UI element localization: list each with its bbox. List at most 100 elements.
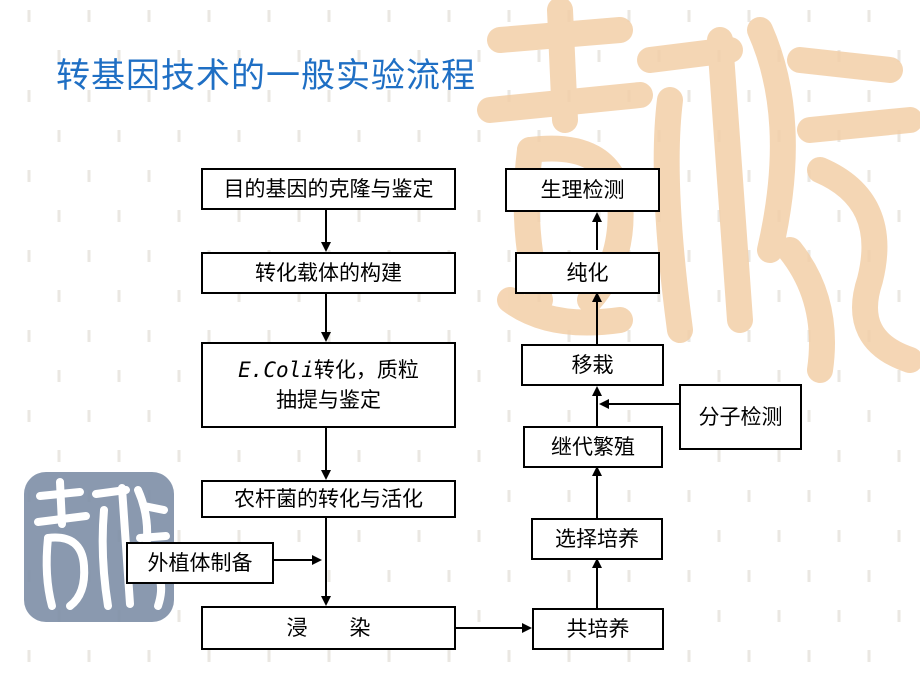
pattern-mark	[357, 210, 361, 222]
pattern-mark	[417, 210, 421, 222]
pattern-mark	[87, 330, 91, 342]
step-infection: 浸 染	[201, 606, 456, 650]
pattern-mark	[447, 570, 451, 582]
pattern-mark	[177, 530, 181, 542]
molecular-label: 分子检测	[698, 404, 783, 429]
pattern-mark	[777, 450, 781, 462]
pattern-mark	[567, 410, 571, 422]
pattern-mark	[357, 50, 361, 62]
pattern-mark	[177, 130, 181, 142]
pattern-mark	[717, 530, 721, 542]
pattern-mark	[357, 130, 361, 142]
pattern-mark	[147, 330, 151, 342]
pattern-mark	[687, 490, 691, 502]
pattern-mark	[627, 570, 631, 582]
pattern-mark	[777, 530, 781, 542]
pattern-mark	[177, 210, 181, 222]
pattern-mark	[57, 210, 61, 222]
pattern-mark	[117, 370, 121, 382]
pattern-mark	[57, 290, 61, 302]
pattern-mark	[267, 10, 271, 22]
pattern-mark	[897, 290, 901, 302]
pattern-mark	[297, 130, 301, 142]
pattern-mark	[327, 650, 331, 662]
pattern-mark	[477, 210, 481, 222]
pattern-mark	[717, 210, 721, 222]
pattern-mark	[687, 250, 691, 262]
pattern-mark	[867, 490, 871, 502]
pattern-mark	[27, 170, 31, 182]
pattern-mark	[507, 250, 511, 262]
pattern-mark	[807, 410, 811, 422]
pattern-mark	[537, 50, 541, 62]
pattern-mark	[417, 130, 421, 142]
pattern-mark	[27, 10, 31, 22]
pattern-mark	[297, 50, 301, 62]
pattern-mark	[807, 650, 811, 662]
pattern-mark	[747, 570, 751, 582]
pattern-mark	[567, 330, 571, 342]
subculture-label: 继代繁殖	[551, 434, 635, 459]
pattern-mark	[807, 90, 811, 102]
pattern-mark	[597, 130, 601, 142]
pattern-mark	[387, 10, 391, 22]
pattern-mark	[297, 530, 301, 542]
step-ecoli-line1-text: 转化，质粒	[313, 357, 419, 382]
pattern-mark	[357, 530, 361, 542]
pattern-mark	[87, 250, 91, 262]
pattern-mark	[207, 10, 211, 22]
pattern-mark	[837, 210, 841, 222]
pattern-mark	[177, 370, 181, 382]
step-ecoli-line2: 抽提与鉴定	[276, 388, 381, 412]
pattern-mark	[447, 330, 451, 342]
pattern-mark	[507, 330, 511, 342]
pattern-mark	[177, 50, 181, 62]
pattern-mark	[267, 650, 271, 662]
pattern-mark	[507, 650, 511, 662]
purification-label: 纯化	[566, 260, 609, 285]
pattern-mark	[357, 450, 361, 462]
pattern-mark	[867, 650, 871, 662]
pattern-mark	[687, 10, 691, 22]
pattern-mark	[867, 10, 871, 22]
pattern-mark	[747, 170, 751, 182]
pattern-mark	[897, 370, 901, 382]
pattern-mark	[237, 210, 241, 222]
pattern-mark	[747, 90, 751, 102]
pattern-mark	[477, 130, 481, 142]
pattern-mark	[867, 170, 871, 182]
transplant-label: 移栽	[571, 352, 614, 377]
step-cocultivation: 共培养	[532, 608, 664, 650]
pattern-mark	[207, 90, 211, 102]
pattern-mark	[867, 90, 871, 102]
pattern-mark	[237, 450, 241, 462]
pattern-mark	[687, 570, 691, 582]
pattern-mark	[777, 290, 781, 302]
pattern-mark	[567, 570, 571, 582]
pattern-mark	[387, 330, 391, 342]
pattern-mark	[717, 370, 721, 382]
pattern-mark	[507, 10, 511, 22]
pattern-mark	[837, 290, 841, 302]
pattern-mark	[687, 650, 691, 662]
pattern-mark	[147, 90, 151, 102]
pattern-mark	[387, 90, 391, 102]
pattern-mark	[207, 330, 211, 342]
pattern-mark	[27, 410, 31, 422]
pattern-mark	[447, 90, 451, 102]
step-ecoli-line1: E.Coli转化，质粒	[238, 355, 419, 385]
pattern-mark	[747, 650, 751, 662]
pattern-mark	[87, 10, 91, 22]
pattern-mark	[297, 290, 301, 302]
pattern-mark	[387, 650, 391, 662]
selection-label: 选择培养	[555, 526, 639, 551]
cocultivation-label: 共培养	[566, 616, 630, 641]
pattern-mark	[807, 490, 811, 502]
pattern-mark	[477, 50, 481, 62]
pattern-mark	[837, 370, 841, 382]
pattern-mark	[117, 290, 121, 302]
pattern-mark	[117, 50, 121, 62]
pattern-mark	[27, 250, 31, 262]
pattern-mark	[627, 490, 631, 502]
pattern-mark	[627, 410, 631, 422]
